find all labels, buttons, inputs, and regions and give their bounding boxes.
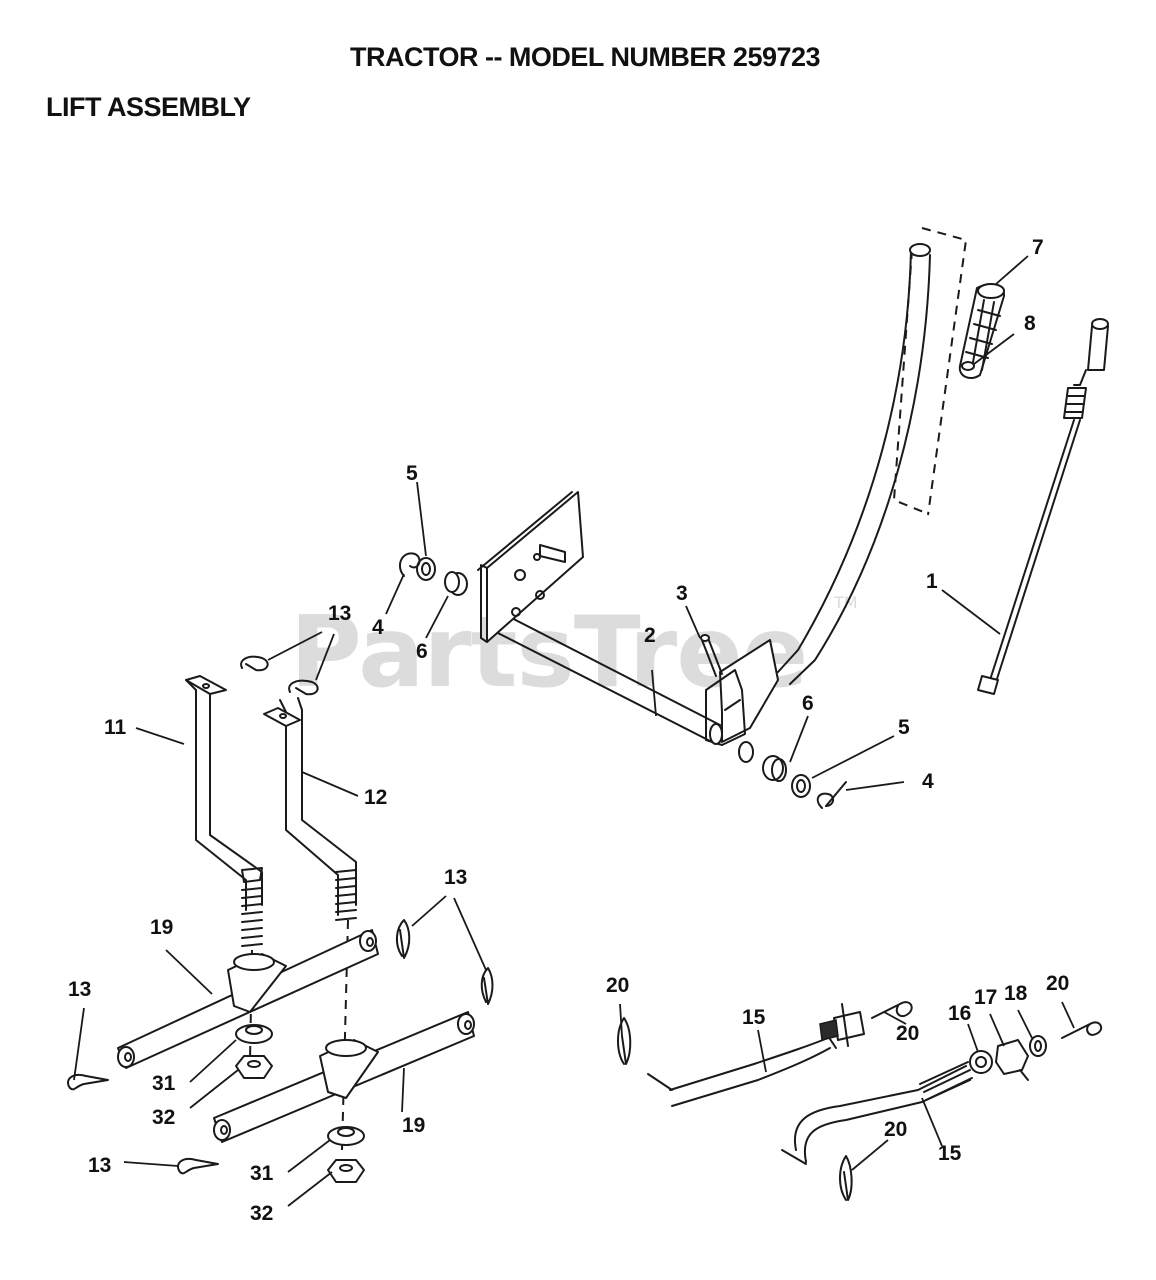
page-title: TRACTOR -- MODEL NUMBER 259723 bbox=[349, 42, 821, 72]
hair-pin-clip-left-end bbox=[67, 1074, 109, 1091]
clip-left bbox=[399, 552, 421, 577]
adjustment-rod-upper bbox=[647, 1035, 837, 1107]
lift-arm-lower bbox=[213, 1011, 475, 1143]
callout-3: 3 bbox=[676, 582, 688, 605]
hair-pin-clip-upper-a bbox=[240, 655, 269, 672]
ferrule bbox=[969, 1050, 993, 1074]
callouts: 7 8 1 5 3 2 4 6 13 11 12 6 5 4 13 19 13 … bbox=[68, 236, 1069, 1225]
callout-20-right: 20 bbox=[1046, 972, 1069, 995]
lift-lever-handle bbox=[705, 243, 931, 746]
hair-pin-clip-20-left bbox=[617, 1017, 632, 1065]
hair-pin-clip-right-b bbox=[480, 967, 494, 1005]
callout-15-upper: 15 bbox=[742, 1006, 766, 1029]
lift-arm-upper bbox=[117, 929, 379, 1069]
callout-18: 18 bbox=[1004, 982, 1028, 1005]
section-title: LIFT ASSEMBLY bbox=[46, 92, 251, 122]
nut-upper bbox=[235, 1055, 273, 1079]
callout-32-lower: 32 bbox=[250, 1202, 273, 1225]
callout-1: 1 bbox=[926, 570, 938, 593]
hair-pin-clip-lower-end bbox=[177, 1158, 219, 1175]
callout-13-top: 13 bbox=[328, 602, 351, 625]
bearing-left bbox=[444, 571, 468, 596]
callout-13-left: 13 bbox=[68, 978, 91, 1001]
hair-pin-clip-20-bottom bbox=[839, 1155, 853, 1201]
bearing-right bbox=[738, 741, 787, 782]
callout-13-lower: 13 bbox=[88, 1154, 111, 1177]
hair-pin-clip-20-mid bbox=[871, 1001, 913, 1019]
callout-32-upper: 32 bbox=[152, 1106, 175, 1129]
callout-20-mid: 20 bbox=[896, 1022, 919, 1045]
washer-left bbox=[416, 557, 436, 581]
lift-link-right bbox=[263, 697, 357, 921]
callout-16: 16 bbox=[948, 1002, 971, 1025]
callout-6-right: 6 bbox=[802, 692, 814, 715]
callout-12: 12 bbox=[364, 786, 387, 809]
callout-20-left: 20 bbox=[606, 974, 629, 997]
hair-pin-clip-20-right bbox=[1061, 1021, 1103, 1039]
callout-20-bottom: 20 bbox=[884, 1118, 907, 1141]
callout-7: 7 bbox=[1032, 236, 1044, 259]
lift-link-left bbox=[185, 675, 263, 947]
pin bbox=[700, 634, 723, 677]
callout-19-upper: 19 bbox=[150, 916, 173, 939]
callout-5-right: 5 bbox=[898, 716, 910, 739]
callout-5-left: 5 bbox=[406, 462, 418, 485]
bushing-upper bbox=[235, 1024, 273, 1044]
hair-pin-clip-right-a bbox=[396, 919, 411, 959]
washer-right bbox=[791, 774, 811, 798]
callout-15-lower: 15 bbox=[938, 1142, 962, 1165]
clip-right bbox=[816, 781, 847, 809]
leader-lines bbox=[73, 255, 1075, 1207]
lift-rod bbox=[977, 318, 1109, 695]
callout-31-upper: 31 bbox=[152, 1072, 176, 1095]
nut-lower bbox=[327, 1159, 365, 1183]
callout-17: 17 bbox=[974, 986, 997, 1009]
hair-pin-clip-upper-b bbox=[288, 679, 319, 696]
callout-4-right: 4 bbox=[922, 770, 934, 793]
callout-31-lower: 31 bbox=[250, 1162, 274, 1185]
callout-2: 2 bbox=[644, 624, 656, 647]
callout-4-left: 4 bbox=[372, 616, 384, 639]
trunnion-block bbox=[819, 1003, 865, 1047]
bushing-lower bbox=[327, 1126, 365, 1146]
callout-11: 11 bbox=[104, 716, 127, 739]
callout-8: 8 bbox=[1024, 312, 1036, 335]
callout-19-lower: 19 bbox=[402, 1114, 425, 1137]
grip-retainer bbox=[961, 361, 975, 371]
mounting-bracket bbox=[477, 491, 584, 643]
callout-6-left: 6 bbox=[416, 640, 428, 663]
adjustment-block bbox=[1029, 1035, 1047, 1057]
jam-nut bbox=[995, 1039, 1029, 1081]
watermark-tm: TM bbox=[833, 593, 858, 612]
adjustment-rod-lower bbox=[781, 1061, 973, 1165]
callout-13-right: 13 bbox=[444, 866, 467, 889]
